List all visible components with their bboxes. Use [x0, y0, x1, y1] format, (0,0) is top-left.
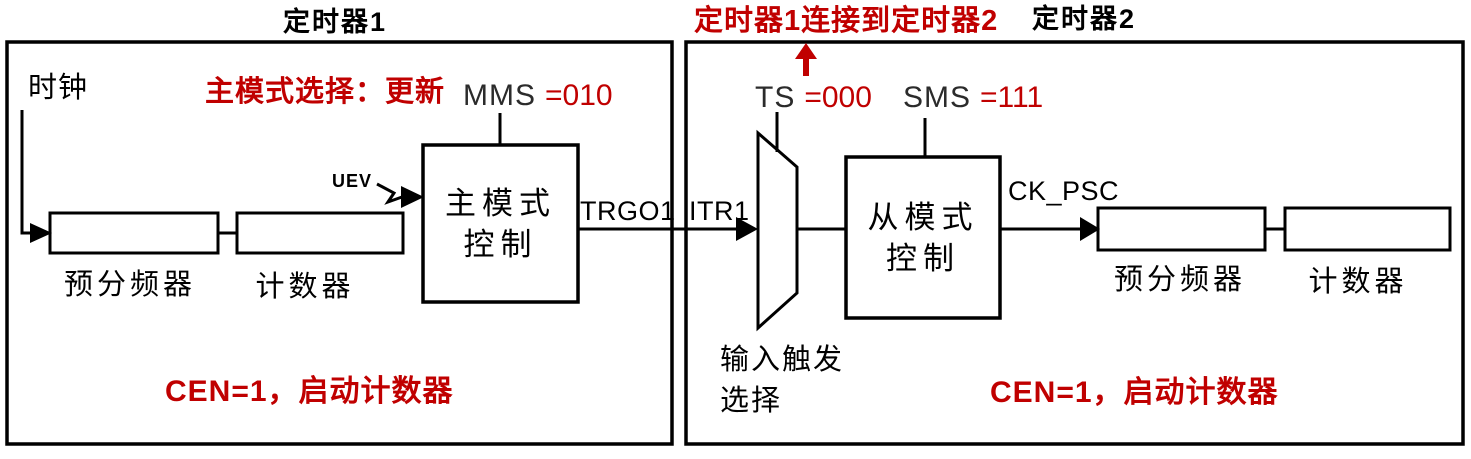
slave-mode-control-box	[844, 155, 1002, 320]
sms-value: =111	[980, 81, 1044, 114]
master-mode-note: 主模式选择：更新	[205, 76, 446, 108]
timer2-frame	[684, 40, 1465, 446]
timer2-counter-box	[1283, 206, 1452, 252]
timer2-prescaler-box	[1096, 206, 1267, 252]
timer2-counter-label: 计数器	[1308, 266, 1408, 298]
ck-psc-label: CK_PSC	[1008, 176, 1120, 206]
trigger-select-line2: 选择	[720, 385, 783, 417]
clock-label: 时钟	[28, 72, 89, 104]
uev-event-line	[376, 182, 403, 205]
slave-mode-control-label: 从模式 控制	[846, 157, 1000, 318]
trgo1-label: TRGO1	[580, 196, 676, 226]
uev-label: UEV	[332, 171, 373, 191]
mms-value: =010	[545, 79, 613, 112]
master-mode-control-box	[421, 143, 580, 304]
ts-value: =000	[804, 81, 872, 114]
trigger-select-line1: 输入触发	[720, 344, 845, 376]
ck-psc-arrowhead-icon	[1080, 217, 1100, 241]
clock-line	[20, 110, 30, 235]
sms-param: SMS =111	[903, 81, 1043, 114]
link-note-arrowhead-icon	[795, 43, 817, 59]
timer1-prescaler-box	[48, 211, 220, 255]
ts-param: TS =000	[755, 81, 872, 114]
timer1-title: 定时器1	[283, 7, 388, 37]
itr1-arrowhead-icon	[736, 217, 758, 241]
timer1-prescaler-label: 预分频器	[63, 269, 196, 301]
sms-label: SMS	[903, 81, 972, 114]
master-mode-control-label: 主模式 控制	[423, 145, 578, 302]
input-trigger-mux	[756, 129, 799, 332]
input-trigger-select-label: 输入触发 选择	[720, 340, 844, 422]
master-block-line1: 主模式	[445, 185, 556, 221]
timer1-counter-label: 计数器	[255, 271, 355, 303]
itr1-label: ITR1	[689, 196, 750, 226]
timer1-frame	[5, 40, 674, 446]
timer1-cen-note: CEN=1，启动计数器	[165, 375, 454, 408]
uev-arrowhead-icon	[401, 186, 424, 208]
timer2-prescaler-label: 预分频器	[1113, 264, 1246, 296]
slave-block-line1: 从模式	[867, 199, 979, 235]
mms-param: MMS =010	[463, 79, 613, 112]
timer2-cen-note: CEN=1，启动计数器	[990, 376, 1279, 409]
slave-block-line2: 控制	[886, 240, 960, 276]
clock-arrowhead-icon	[30, 223, 52, 243]
timer-link-note: 定时器1连接到定时器2	[694, 5, 999, 37]
master-block-line2: 控制	[463, 226, 538, 262]
timer1-counter-box	[235, 211, 405, 255]
mms-label: MMS	[463, 79, 536, 112]
timer2-title: 定时器2	[1032, 4, 1137, 34]
ts-label: TS	[755, 81, 796, 114]
